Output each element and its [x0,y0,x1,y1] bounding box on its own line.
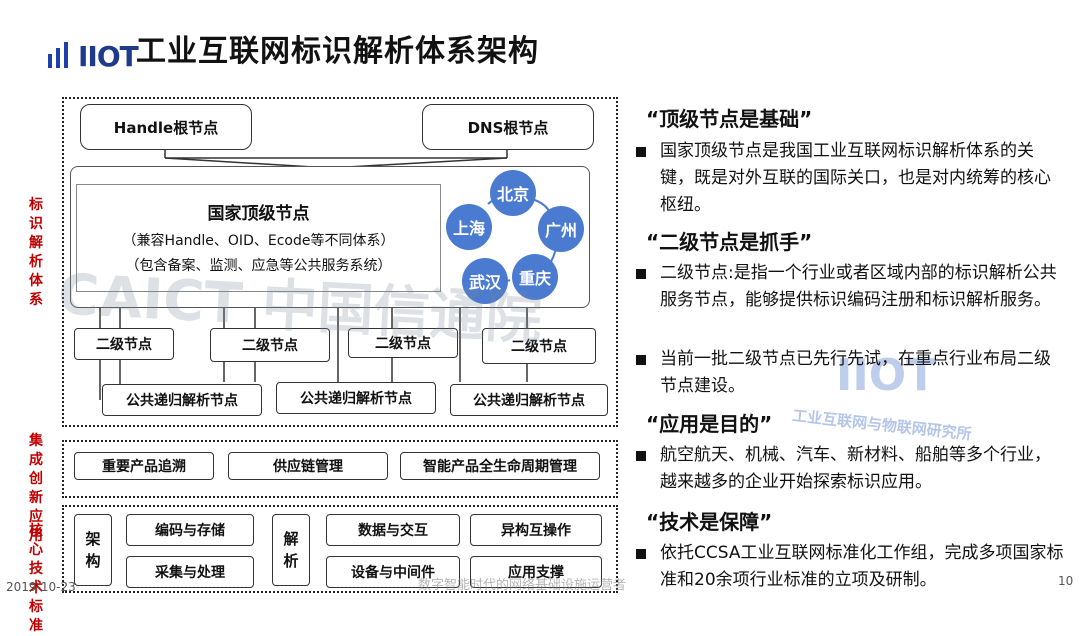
side-label-core: 核心技术标准 [29,523,43,634]
core-resolution-label: 解析 [283,530,299,570]
bullet-square-icon [636,549,646,559]
core-data-exchange: 数据与交互 [326,514,460,546]
side-label-integration: 集成创新应用 [29,433,43,544]
core-encoding: 编码与存储 [126,514,254,546]
bullet-square-icon [636,147,646,157]
national-node-line2: （包含备案、监测、应急等公共服务系统） [125,258,392,274]
right-bullet-technology: 依托CCSA工业互联网标准化工作组，完成多项国家标准和20余项行业标准的立项及研… [636,540,1066,594]
core-app-support: 应用支撑 [470,556,602,588]
city-node: 武汉 [462,258,508,304]
page-title: 工业互联网标识解析体系架构 [136,34,539,69]
resolution-frame [62,97,618,427]
recursive-node: 公共递归解析节点 [276,382,436,414]
application-item: 重要产品追溯 [74,452,214,480]
national-node-line1: （兼容Handle、OID、Ecode等不同体系） [122,233,395,249]
right-heading-application: “应用是目的” [646,412,773,436]
core-resolution-box: 解析 [272,514,310,586]
secondary-node: 二级节点 [482,328,596,364]
right-bullet-secondary-node: 二级节点:是指一个行业或者区域内部的标识解析公共服务节点，能够提供标识编码注册和… [636,260,1066,314]
page-number: 10 [1058,574,1074,588]
side-label-resolution: 标识解析体系 [29,197,43,308]
bullet-square-icon [636,355,646,365]
dns-root-node: DNS根节点 [422,104,594,150]
city-node: 北京 [490,170,536,216]
footer-date: 2019-10-23 [6,580,76,594]
city-node: 重庆 [512,254,558,300]
application-item: 智能产品全生命周期管理 [400,452,600,480]
secondary-node: 二级节点 [348,328,458,358]
bullet-square-icon [636,451,646,461]
recursive-node: 公共递归解析节点 [450,384,608,416]
secondary-node: 二级节点 [210,328,330,362]
city-node: 广州 [538,206,584,252]
right-bullet-secondary-node-2: 当前一批二级节点已先行先试，在重点行业布局二级节点建设。 [636,346,1066,400]
signal-icon [48,42,68,68]
core-devices: 设备与中间件 [326,556,460,588]
national-node-box: 国家顶级节点 （兼容Handle、OID、Ecode等不同体系） （包含备案、监… [76,184,441,292]
bullet-square-icon [636,269,646,279]
core-architecture-label: 架构 [85,530,101,570]
right-bullet-application: 航空航天、机械、汽车、新材料、船舶等多个行业，越来越多的企业开始探索标识应用。 [636,442,1066,496]
iiot-watermark-caption: 工业互联网与物联网研究所 [791,406,973,444]
core-heterogeneous: 异构互操作 [470,514,602,546]
secondary-node: 二级节点 [74,328,174,360]
iiot-watermark-logo: IIOT [836,350,937,401]
application-item: 供应链管理 [228,452,388,480]
logo-text: IIOT [78,40,139,73]
recursive-node: 公共递归解析节点 [102,384,262,416]
core-architecture-box: 架构 [74,514,112,586]
right-bullet-top-node: 国家顶级节点是我国工业互联网标识解析体系的关键，既是对外互联的国际关口，也是对内… [636,138,1066,219]
national-node-title: 国家顶级节点 [207,204,310,224]
right-heading-secondary-node: “二级节点是抓手” [646,230,813,254]
footer-subtitle: 数字智能时代的网络基础设施运营者 [418,578,627,593]
right-heading-top-node: “顶级节点是基础” [646,107,813,131]
iiot-logo [46,36,82,76]
core-collection: 采集与处理 [126,556,254,588]
core-frame [62,505,618,593]
city-node: 上海 [446,204,492,250]
right-heading-technology: “技术是保障” [646,510,773,534]
handle-root-node: Handle根节点 [80,104,252,150]
integration-frame [62,440,618,498]
